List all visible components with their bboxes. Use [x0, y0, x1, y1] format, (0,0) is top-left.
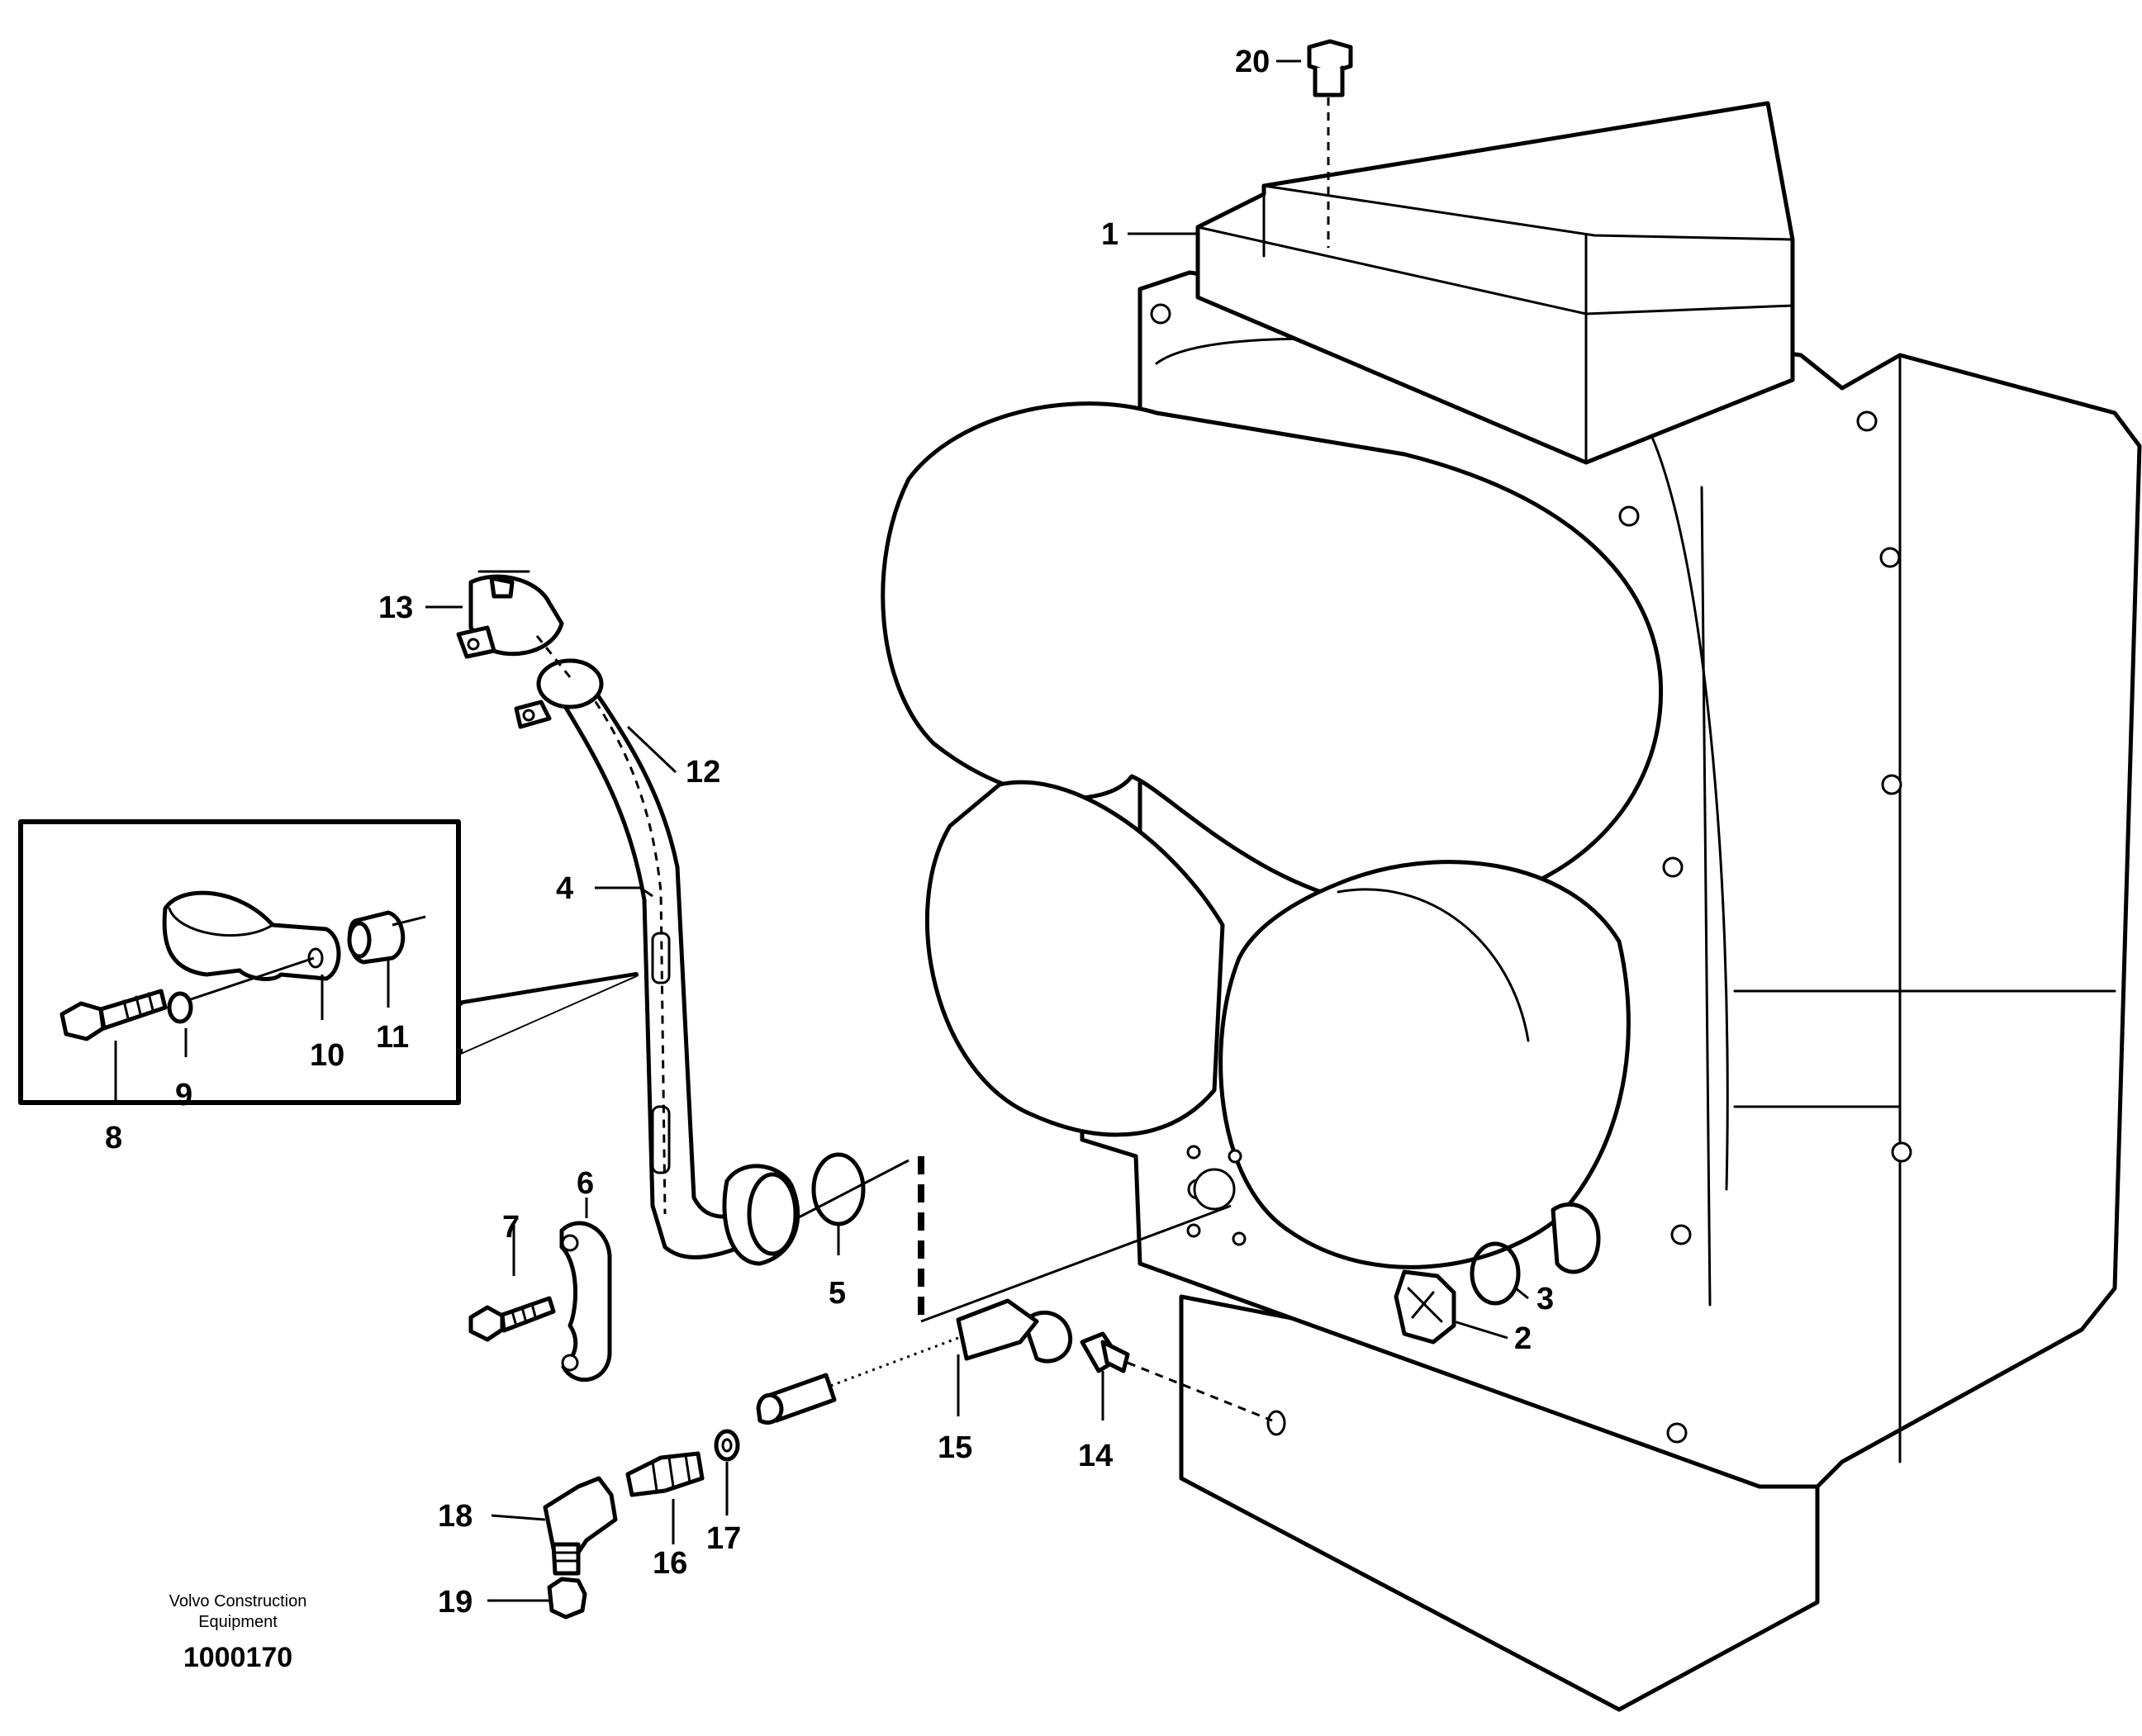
dipstick-12: [514, 658, 604, 729]
credit-line-1: Volvo Construction: [169, 1592, 307, 1610]
elbow-18: [543, 1476, 618, 1576]
o-ring-5: [811, 1152, 866, 1226]
gearbox-housing: [881, 101, 2142, 1712]
callout-14: 14: [1078, 1439, 1113, 1473]
breather-cap-13: [456, 570, 572, 678]
callout-7: 7: [502, 1210, 520, 1245]
nut-19: [547, 1577, 587, 1620]
callout-leaders: [114, 59, 1529, 1602]
callout-labels: 1 2 3 4 5 6 7 8 9 10 11 12 13 14 15 16 1…: [105, 45, 1554, 1620]
callout-10: 10: [310, 1038, 344, 1073]
callout-17: 17: [706, 1521, 741, 1556]
credit-line-2: Equipment: [198, 1613, 278, 1631]
hose-15: [756, 1298, 1073, 1425]
callout-1: 1: [1101, 217, 1118, 252]
clamp-6: [559, 1221, 612, 1382]
washer-17: [714, 1429, 740, 1462]
callout-4: 4: [556, 871, 573, 906]
callout-12: 12: [686, 755, 720, 790]
spacer-11: [347, 910, 406, 965]
callout-16: 16: [653, 1546, 687, 1581]
nipple-14: [1080, 1331, 1286, 1436]
callout-2: 2: [1514, 1321, 1532, 1356]
clamp-10: [162, 890, 341, 981]
callout-20: 20: [1235, 45, 1270, 79]
callout-5: 5: [829, 1276, 846, 1311]
washer-9: [167, 991, 193, 1024]
footer: Volvo Construction Equipment 1000170: [169, 1592, 307, 1673]
screw-7: [468, 1296, 556, 1342]
bolt-20: [1307, 39, 1353, 248]
o-ring-3: [1470, 1241, 1521, 1306]
callout-15: 15: [938, 1430, 972, 1465]
callout-3: 3: [1536, 1282, 1554, 1316]
plug-2: [1394, 1269, 1456, 1345]
callout-18: 18: [438, 1499, 473, 1534]
callout-11: 11: [376, 1020, 409, 1055]
callout-13: 13: [378, 591, 413, 625]
callout-19: 19: [438, 1585, 473, 1620]
callout-8: 8: [105, 1121, 122, 1155]
callout-6: 6: [577, 1166, 594, 1201]
dipstick-tube-4: [543, 658, 800, 1266]
callout-9: 9: [175, 1078, 192, 1112]
adapter-16: [625, 1451, 705, 1497]
bolt-8: [59, 989, 168, 1041]
detail-inset: [18, 819, 639, 1105]
document-number: 1000170: [183, 1642, 292, 1673]
